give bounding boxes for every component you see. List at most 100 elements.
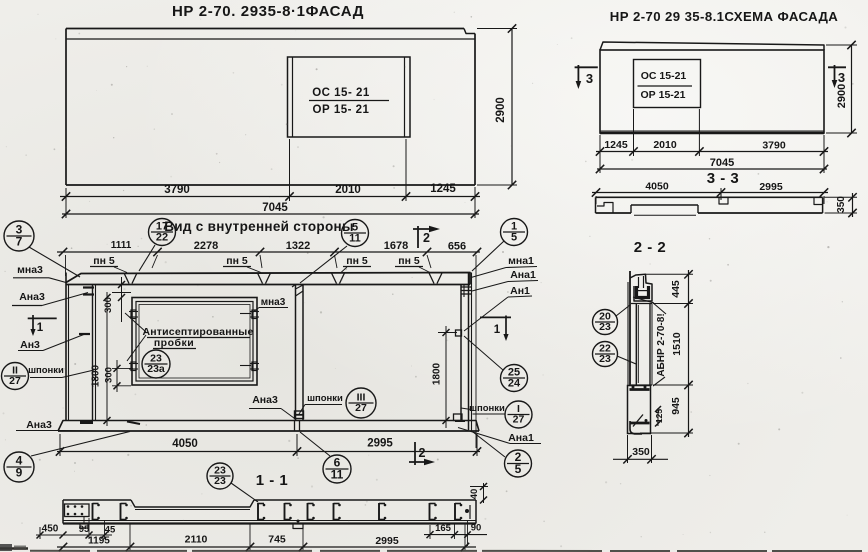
svg-text:2110: 2110 (185, 534, 208, 546)
svg-text:23: 23 (599, 321, 611, 333)
svg-text:АБНР 2-70-8!: АБНР 2-70-8! (656, 313, 667, 376)
svg-text:1678: 1678 (384, 240, 408, 252)
svg-text:2995: 2995 (375, 535, 399, 547)
svg-text:1: 1 (511, 221, 517, 233)
svg-text:450: 450 (42, 524, 59, 535)
svg-text:Ана1: Ана1 (508, 432, 534, 444)
svg-text:Ана3: Ана3 (26, 419, 52, 431)
svg-text:27: 27 (513, 414, 525, 426)
svg-text:ОС 15- 21: ОС 15- 21 (312, 87, 370, 99)
svg-text:3: 3 (838, 70, 845, 85)
svg-text:945: 945 (670, 397, 682, 415)
svg-text:22: 22 (599, 343, 611, 355)
svg-text:5: 5 (515, 462, 522, 476)
svg-text:1245: 1245 (604, 139, 628, 151)
svg-text:2: 2 (515, 450, 522, 464)
svg-text:11: 11 (349, 233, 361, 245)
svg-text:2: 2 (419, 446, 426, 460)
svg-text:350: 350 (836, 196, 847, 213)
svg-text:1 - 1: 1 - 1 (256, 472, 289, 489)
svg-text:3 - 3: 3 - 3 (707, 170, 740, 187)
svg-text:1322: 1322 (286, 240, 310, 252)
svg-text:мна3: мна3 (261, 297, 286, 308)
svg-text:1: 1 (37, 322, 44, 334)
svg-text:5: 5 (352, 222, 358, 234)
svg-text:2010: 2010 (653, 139, 677, 151)
svg-text:165: 165 (435, 523, 452, 534)
svg-text:6: 6 (334, 456, 341, 470)
svg-text:17: 17 (156, 221, 168, 233)
svg-text:1245: 1245 (430, 183, 456, 195)
svg-text:7045: 7045 (710, 157, 734, 169)
svg-text:пн 5: пн 5 (226, 255, 248, 267)
svg-text:I: I (517, 403, 520, 415)
svg-text:ОР 15-21: ОР 15-21 (641, 89, 686, 101)
svg-text:3790: 3790 (762, 140, 786, 152)
svg-text:НР 2-70. 2935-8·1ФАСАД: НР 2-70. 2935-8·1ФАСАД (172, 3, 364, 20)
svg-text:шпонки: шпонки (469, 403, 505, 414)
svg-text:пн 5: пн 5 (398, 255, 420, 267)
svg-text:90: 90 (471, 523, 482, 534)
svg-text:4050: 4050 (172, 438, 198, 450)
svg-text:25: 25 (508, 367, 520, 379)
svg-text:III: III (357, 392, 366, 404)
svg-text:2 - 2: 2 - 2 (634, 239, 667, 256)
svg-text:шпонки: шпонки (307, 393, 343, 404)
svg-text:пн 5: пн 5 (346, 255, 368, 267)
svg-text:3: 3 (16, 223, 23, 237)
svg-text:95: 95 (79, 524, 90, 535)
svg-text:Ана1: Ана1 (510, 269, 536, 281)
svg-text:23: 23 (150, 353, 162, 365)
svg-text:1510: 1510 (671, 332, 683, 356)
svg-text:НР 2-70 29 35-8.1СХЕМА ФАСАДА: НР 2-70 29 35-8.1СХЕМА ФАСАДА (610, 9, 838, 24)
svg-text:300: 300 (103, 297, 114, 313)
svg-text:45: 45 (105, 525, 116, 536)
svg-text:7: 7 (16, 235, 23, 249)
svg-text:23: 23 (214, 465, 226, 477)
svg-text:пн 5: пн 5 (93, 255, 115, 267)
svg-text:Вид с внутренней стороны: Вид с внутренней стороны (164, 219, 354, 234)
svg-text:Ан3: Ан3 (20, 339, 40, 351)
svg-text:Ана3: Ана3 (19, 291, 45, 303)
svg-text:23: 23 (214, 475, 226, 487)
svg-text:11: 11 (331, 468, 344, 482)
svg-text:1195: 1195 (88, 536, 110, 547)
svg-text:125: 125 (654, 409, 664, 423)
svg-text:шпонки: шпонки (28, 365, 64, 376)
svg-text:3: 3 (586, 71, 593, 86)
svg-text:1: 1 (494, 324, 501, 336)
svg-text:1800: 1800 (91, 364, 102, 387)
svg-text:2900: 2900 (495, 97, 507, 123)
svg-text:2278: 2278 (194, 240, 218, 252)
svg-text:9: 9 (16, 466, 23, 480)
svg-text:ОР 15- 21: ОР 15- 21 (313, 104, 370, 116)
svg-text:23: 23 (599, 353, 611, 365)
svg-text:23а: 23а (147, 363, 165, 375)
svg-text:мна1: мна1 (508, 255, 534, 267)
svg-text:27: 27 (9, 375, 21, 387)
svg-text:745: 745 (268, 534, 286, 546)
svg-text:2: 2 (423, 231, 430, 245)
svg-text:20: 20 (599, 311, 611, 323)
svg-text:350: 350 (632, 446, 650, 458)
svg-text:656: 656 (448, 241, 466, 253)
svg-text:2995: 2995 (367, 438, 393, 450)
svg-text:1800: 1800 (432, 362, 443, 385)
svg-text:Антисептированные: Антисептированные (142, 326, 253, 338)
svg-text:ОС 15-21: ОС 15-21 (641, 70, 687, 82)
svg-text:Ана3: Ана3 (252, 394, 278, 406)
svg-text:300: 300 (104, 367, 115, 383)
svg-text:1111: 1111 (111, 240, 132, 251)
svg-text:Ан1: Ан1 (510, 285, 530, 297)
svg-text:пробки: пробки (154, 337, 194, 349)
svg-text:7045: 7045 (262, 202, 288, 214)
svg-text:445: 445 (670, 280, 682, 298)
svg-text:4050: 4050 (645, 181, 669, 193)
svg-text:3790: 3790 (164, 184, 190, 196)
svg-text:24: 24 (508, 378, 521, 390)
svg-text:2995: 2995 (759, 181, 783, 193)
svg-text:мна3: мна3 (17, 264, 43, 276)
svg-text:2900: 2900 (836, 84, 848, 108)
svg-text:27: 27 (355, 402, 367, 414)
svg-text:22: 22 (156, 232, 168, 244)
